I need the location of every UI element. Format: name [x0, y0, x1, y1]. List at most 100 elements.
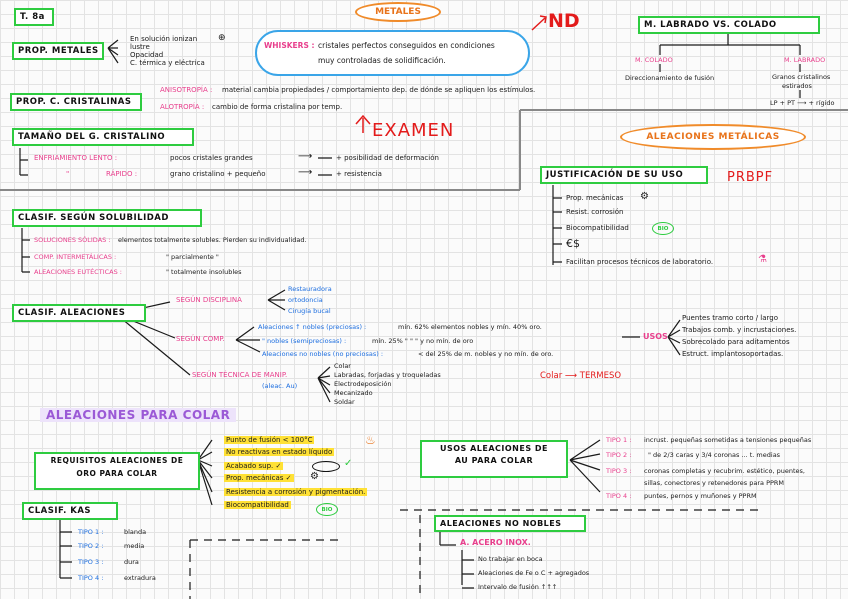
requisitos-title-1: REQUISITOS ALEACIONES DE: [50, 456, 184, 465]
prop-metales-item-3: Opacidad: [130, 51, 164, 59]
usos-au-tipo-1: TIPO 1 :: [606, 436, 632, 444]
usos-au-tipo-2-desc: " de 2/3 caras y 3/4 coronas ... t. medi…: [648, 451, 781, 459]
examen-note: EXAMEN: [372, 120, 455, 141]
enfriamiento-lento-result: + posibilidad de deformación: [336, 154, 439, 162]
kas-tipo-2-desc: media: [124, 542, 145, 550]
segun-tecnica-sub: (aleac. Au): [262, 382, 298, 390]
usos-aleaciones-au-box: USOS ALEACIONES DE AU PARA COLAR: [420, 440, 568, 478]
kas-tipo-1-desc: blanda: [124, 528, 147, 536]
prop-metales-item-4: C. térmica y eléctrica: [130, 59, 205, 67]
comp-line-2-text: mín. 25% " " " y no mín. de oro: [372, 337, 474, 345]
colado-text: Direccionamiento de fusión: [625, 74, 715, 82]
comp-line-2-label: " nobles (semipreciosas) :: [262, 337, 347, 345]
justificacion-item-5: Facilitan procesos técnicos de laborator…: [566, 258, 714, 266]
usos-au-tipo-3-extra: sillas, conectores y retenedores para PP…: [644, 479, 785, 487]
gear-icon: ⚙: [640, 191, 649, 202]
clasif-aleaciones-box: CLASIF. ALEACIONES: [12, 304, 146, 322]
tamano-grano-box: TAMAÑO DEL G. CRISTALINO: [12, 128, 194, 146]
arrow-icon-2: ⟶: [298, 167, 313, 178]
kas-tipo-4: TIPO 4 :: [78, 574, 104, 582]
rapido-label: RÁPIDO :: [106, 170, 138, 178]
nd-note: ND: [548, 10, 580, 32]
usos-au-tipo-1-desc: incrust. pequeñas sometidas a tensiones …: [644, 436, 812, 444]
soluciones-solidas-text: elementos totalmente solubles. Pierden s…: [118, 236, 307, 244]
prbpf-note: PRBPF: [727, 170, 774, 185]
requisitos-title-2: ORO PARA COLAR: [76, 469, 158, 478]
rapido-result: + resistencia: [336, 170, 382, 178]
kas-tipo-4-desc: extradura: [124, 574, 156, 582]
justificacion-item-2: Resist. corrosión: [566, 208, 624, 216]
comp-line-3-text: < del 25% de m. nobles y no mín. de oro.: [418, 350, 554, 358]
usos-au-tipo-4: TIPO 4 :: [606, 492, 632, 500]
colar-termeso-note: Colar ⟶ TERMESO: [540, 371, 622, 381]
comp-intermetalicas-label: COMP. INTERMETÁLICAS :: [34, 253, 117, 261]
justificacion-uso-box: JUSTIFICACIÓN DE SU USO: [540, 166, 708, 184]
aleaciones-eutecticas-text: " totalmente insolubles: [166, 268, 242, 276]
comp-intermetalicas-text: " parcialmente ": [166, 253, 219, 261]
usos-item-2: Trabajos comb. y incrustaciones.: [682, 326, 797, 334]
clasif-kas-box: CLASIF. KAS: [22, 502, 118, 520]
usos-au-title-1: USOS ALEACIONES DE: [439, 444, 548, 453]
tecnica-item-3: Electrodeposición: [334, 380, 392, 388]
whiskers-cloud: [255, 30, 530, 76]
arrow-icon-1: ⟶: [298, 151, 313, 162]
enfriamiento-lento-text: pocos cristales grandes: [170, 154, 253, 162]
gear-icon-2: ⚙: [310, 471, 319, 482]
acero-item-1: No trabajar en boca: [478, 555, 543, 563]
tecnica-item-4: Mecanizado: [334, 389, 373, 397]
acero-item-2: Aleaciones de Fe o C + agregados: [478, 569, 590, 577]
usos-item-4: Estruct. implantosoportadas.: [682, 350, 784, 358]
usos-au-tipo-3-desc: coronas completas y recubrim. estético, …: [644, 467, 805, 475]
disciplina-item-3: Cirugía bucal: [288, 307, 331, 315]
requisito-1: Punto de fusión < 100°C: [224, 436, 315, 444]
disciplina-item-2: ortodoncia: [288, 296, 323, 304]
test-tube-icon: ⚗: [758, 254, 767, 265]
prop-metales-item-2: lustre: [130, 43, 150, 51]
usos-au-tipo-4-desc: puntes, pernos y muñones y PPRM: [644, 492, 757, 500]
kas-tipo-2: TIPO 2 :: [78, 542, 104, 550]
justificacion-item-3: Biocompatibilidad: [566, 224, 629, 232]
requisito-6: Biocompatibilidad: [224, 501, 291, 509]
labrado-vs-colado-box: M. LABRADO VS. COLADO: [638, 16, 820, 34]
alotropia-text: cambio de forma cristalina por temp.: [212, 103, 343, 111]
usos-label: USOS: [643, 332, 668, 341]
labrado-line-2: estirados: [782, 82, 812, 90]
acero-item-3: Intervalo de fusión ↑↑↑: [478, 583, 558, 591]
comp-line-1-label: Aleaciones ↑ nobles (preciosas) :: [258, 323, 367, 331]
clasif-solubilidad-box: CLASIF. SEGÚN SOLUBILIDAD: [12, 209, 202, 227]
fire-icon: ♨: [365, 433, 376, 447]
colado-label: M. COLADO: [635, 56, 673, 64]
whiskers-line-2: muy controladas de solidificación.: [318, 56, 446, 65]
segun-disciplina-label: SEGÚN DISCIPLINA: [176, 296, 242, 304]
aleaciones-para-colar-heading: ALEACIONES PARA COLAR: [40, 408, 237, 422]
prop-metales-item-1: En solución ionizan: [130, 35, 198, 43]
requisito-4: Prop. mecánicas ✓: [224, 474, 294, 482]
labrado-line-3: LP + PT ⟶ + rígido: [770, 99, 835, 107]
requisitos-box: REQUISITOS ALEACIONES DE ORO PARA COLAR: [34, 452, 200, 490]
segun-comp-label: SEGÚN COMP.: [176, 335, 225, 343]
kas-tipo-3-desc: dura: [124, 558, 139, 566]
disciplina-item-1: Restauradora: [288, 285, 332, 293]
acero-inox-label: A. ACERO INOX.: [460, 538, 531, 547]
segun-tecnica-label: SEGÚN TÉCNICA DE MANIP.: [192, 371, 288, 379]
usos-au-tipo-2: TIPO 2 :: [606, 451, 632, 459]
usos-item-3: Sobrecolado para aditamentos: [682, 338, 790, 346]
whiskers-label: WHISKERS :: [264, 41, 315, 50]
enfriamiento-lento-label: ENFRIAMIENTO LENTO :: [34, 154, 118, 162]
aleaciones-metalicas-heading: ALEACIONES METÁLICAS: [620, 124, 806, 150]
requisito-5: Resistencia a corrosión y pigmentación.: [224, 488, 368, 496]
money-icon: €$: [566, 237, 580, 250]
alotropia-label: ALOTROPÍA :: [160, 103, 205, 111]
prop-cristalinas-box: PROP. C. CRISTALINAS: [10, 93, 142, 111]
prop-metales-box: PROP. METALES: [12, 42, 104, 60]
plus-circle-icon: ⊕: [218, 33, 226, 43]
aleaciones-no-nobles-box: ALEACIONES NO NOBLES: [434, 515, 586, 532]
kas-tipo-3: TIPO 3 :: [78, 558, 104, 566]
topic-badge: T. 8a: [14, 8, 54, 26]
requisito-3: Acabado sup. ✓: [224, 462, 284, 470]
rapido-ditto: ": [66, 170, 70, 178]
usos-au-tipo-3: TIPO 3 :: [606, 467, 632, 475]
metales-heading: METALES: [355, 2, 441, 22]
bio-leaf-icon: BIO: [652, 222, 674, 235]
anisotropia-text: material cambia propiedades / comportami…: [222, 86, 536, 94]
